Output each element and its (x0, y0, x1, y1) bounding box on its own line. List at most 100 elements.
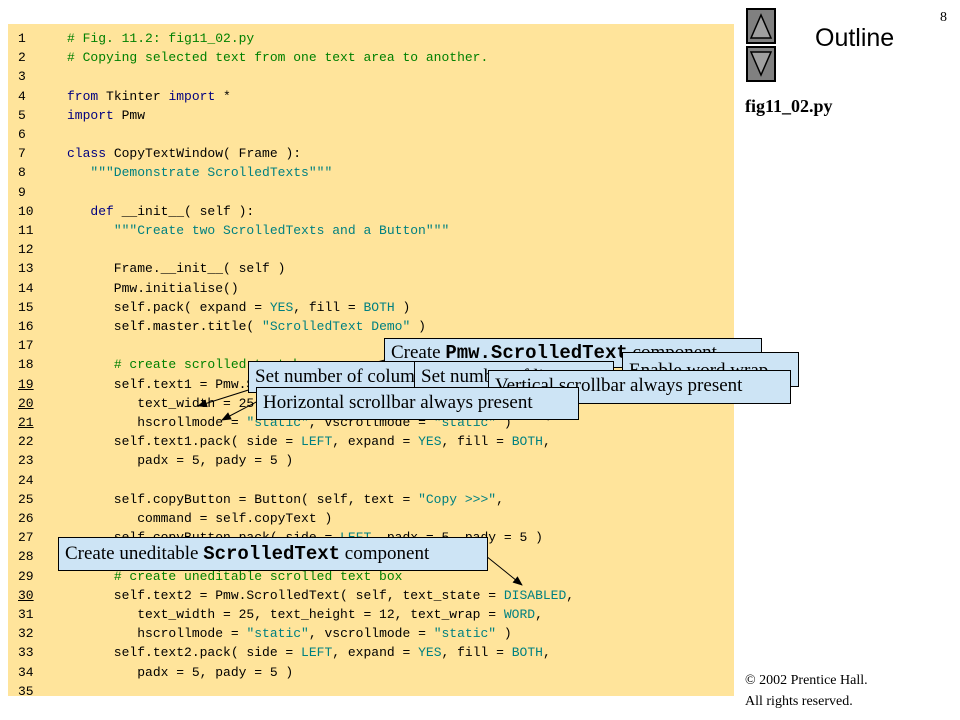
line-number: 31 (18, 607, 34, 622)
line-number: 24 (18, 472, 34, 488)
callout-uneditable-suffix: component (340, 543, 430, 564)
code-text: """Demonstrate ScrolledTexts""" (67, 163, 332, 182)
code-token: WORD (503, 607, 536, 622)
code-token: command = self.copyText ) (67, 511, 333, 526)
line-number: 27 (18, 530, 34, 546)
code-text: padx = 5, pady = 5 ) (67, 451, 293, 470)
code-token: BOTH (511, 434, 543, 450)
previous-slide-button[interactable] (746, 8, 776, 44)
code-token: # Copying selected text from one text ar… (67, 50, 489, 66)
code-token: , fill = (441, 434, 512, 450)
callout-horizontal-scrollbar: Horizontal scrollbar always present (256, 387, 579, 420)
line-number: 28 (18, 549, 34, 565)
code-text: self.text2 = Pmw.ScrolledText( self, tex… (67, 586, 574, 605)
file-name: fig11_02.py (745, 96, 833, 116)
code-token: , vscrollmode = (308, 626, 434, 642)
code-token: , expand = (332, 434, 419, 450)
code-text: command = self.copyText ) (67, 509, 332, 528)
next-slide-button[interactable] (746, 46, 776, 82)
line-number: 30 (18, 587, 34, 603)
code-token: DISABLED (503, 587, 567, 603)
code-text: hscrollmode = "static", vscrollmode = "s… (67, 624, 512, 643)
copyright: © 2002 Prentice Hall. All rights reserve… (745, 670, 868, 712)
code-token (67, 165, 90, 180)
code-token: self.text2 = Pmw.ScrolledText( self, tex… (67, 587, 504, 603)
code-text: Frame.__init__( self ) (67, 259, 286, 278)
callout-uneditable-code: ScrolledText (203, 543, 341, 565)
code-token: def (90, 203, 114, 219)
code-token: """Demonstrate ScrolledTexts""" (90, 165, 333, 181)
code-token: , (535, 607, 543, 622)
code-token: YES (418, 434, 442, 450)
line-number: 22 (18, 434, 34, 450)
code-text: Pmw.initialise() (67, 279, 239, 298)
line-number: 13 (18, 261, 34, 277)
code-text: class CopyTextWindow( Frame ): (67, 144, 301, 163)
code-token: self.copyButton = Button( self, text = (67, 491, 419, 507)
callout-create-text: Create (391, 342, 446, 363)
code-token: CopyTextWindow( Frame ): (106, 146, 302, 162)
code-text: self.pack( expand = YES, fill = BOTH ) (67, 298, 411, 317)
code-token: self.text2.pack( side = (67, 645, 302, 661)
line-number: 9 (18, 184, 26, 200)
code-token: * (215, 88, 231, 104)
code-text: padx = 5, pady = 5 ) (67, 663, 293, 682)
line-number: 6 (18, 127, 26, 142)
code-text: """Create two ScrolledTexts and a Button… (67, 221, 449, 240)
code-token: , fill = (441, 645, 512, 661)
code-token: Pmw (113, 107, 146, 123)
code-token: text_width = 25, text_height = 12, text_… (67, 607, 504, 622)
line-number: 15 (18, 299, 34, 315)
code-token: __init__( self ): (113, 203, 255, 219)
code-token: padx = 5, pady = 5 ) (67, 664, 294, 680)
line-number: 20 (18, 395, 34, 411)
line-number: 8 (18, 165, 26, 181)
line-number: 1 (18, 31, 26, 46)
code-token: import (168, 88, 216, 104)
code-token: "static" (246, 626, 309, 642)
code-token (67, 357, 114, 372)
code-token: hscrollmode = (67, 415, 247, 430)
line-number: 19 (18, 376, 34, 392)
line-number: 14 (18, 280, 34, 296)
line-number: 16 (18, 319, 34, 334)
triangle-up-icon (749, 13, 773, 39)
line-number: 21 (18, 415, 34, 430)
line-number: 7 (18, 146, 26, 162)
code-token: "static" (433, 626, 497, 642)
code-token: self.master.title( (67, 319, 263, 334)
line-number: 2 (18, 50, 26, 66)
code-token: # create uneditable scrolled text box (113, 568, 403, 584)
code-text: self.copyButton = Button( self, text = "… (67, 490, 504, 509)
code-token: , fill = (293, 299, 364, 315)
code-token: self.pack( expand = (67, 299, 270, 315)
code-text: from Tkinter import * (67, 87, 231, 106)
code-token: hscrollmode = (67, 626, 247, 642)
code-token: , (542, 645, 551, 661)
line-number: 35 (18, 683, 34, 699)
line-number: 17 (18, 338, 34, 354)
outline-label: Outline (815, 24, 895, 52)
copyright-line-2: All rights reserved. (745, 694, 853, 709)
code-token: YES (269, 299, 294, 315)
code-token (67, 204, 90, 219)
code-token: BOTH (363, 299, 395, 315)
code-token: # Fig. 11.2: fig11_02.py (67, 31, 255, 46)
code-text: text_width = 25, text_height = 12, text_… (67, 605, 543, 624)
line-number: 34 (18, 664, 34, 680)
code-token: , (496, 491, 504, 507)
line-number: 5 (18, 107, 26, 123)
code-text: # create uneditable scrolled text box (67, 567, 403, 586)
page-number: 8 (940, 10, 947, 25)
code-token: self.text1.pack( side = (67, 434, 302, 450)
code-token: from (67, 88, 99, 104)
code-token: LEFT (301, 645, 333, 661)
code-text: import Pmw (67, 106, 145, 125)
line-number: 12 (18, 242, 34, 258)
code-text: self.master.title( "ScrolledText Demo" ) (67, 317, 426, 336)
line-number: 26 (18, 511, 34, 526)
code-token: ) (410, 319, 426, 334)
line-number: 11 (18, 223, 34, 238)
line-number: 18 (18, 357, 34, 373)
callout-create-code: Pmw.ScrolledText (445, 342, 628, 364)
